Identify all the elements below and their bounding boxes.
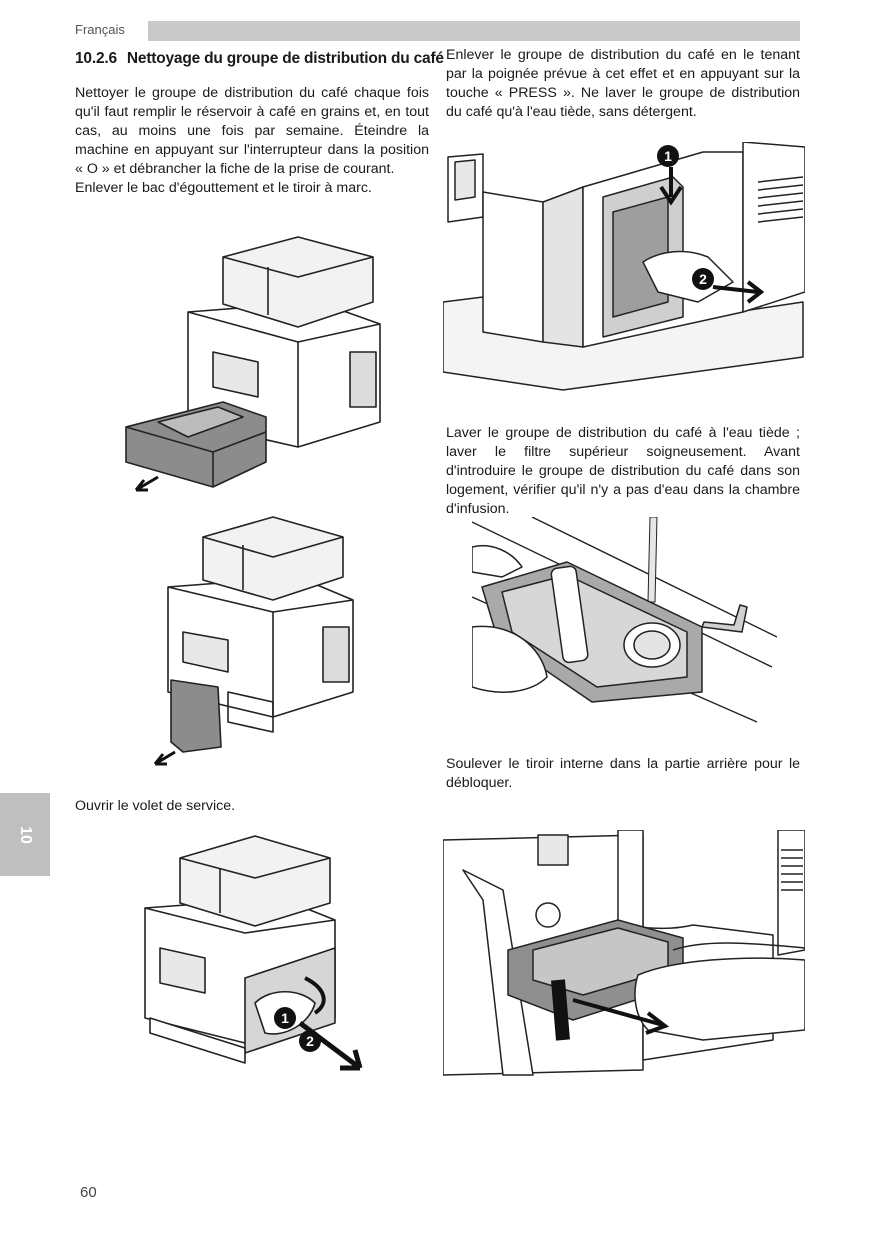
language-label: Français: [75, 22, 125, 37]
step-badge: [274, 1007, 296, 1029]
figure-brewing-group-removal: 1 2: [443, 142, 805, 392]
figure-brewing-group-washing: [472, 517, 777, 727]
intro-paragraph: Nettoyer le groupe de distribution du ca…: [75, 85, 429, 177]
step-badge: [657, 145, 679, 167]
step-number: 2: [306, 1033, 314, 1049]
page-number: 60: [80, 1184, 97, 1201]
section-number: 10.2.6: [75, 50, 117, 67]
lift-drawer-paragraph: Soulever le tiroir interne dans la parti…: [446, 756, 800, 791]
step-badge: [299, 1030, 321, 1052]
chapter-tab: 10: [0, 793, 50, 876]
step-number: 1: [664, 148, 672, 164]
chapter-tab-label: 10: [17, 825, 34, 844]
remove-tray-paragraph: Enlever le bac d'égouttement et le tiroi…: [75, 180, 372, 196]
figure-drip-tray-removal: [118, 232, 388, 502]
header-bar: [148, 21, 800, 41]
arrow-icon: [153, 750, 176, 766]
figure-service-door: 1 2: [135, 828, 370, 1083]
open-door-paragraph: Ouvrir le volet de service.: [75, 798, 236, 814]
figure-grounds-drawer-removal: [143, 512, 358, 772]
step-number: 1: [281, 1010, 289, 1026]
figure-internal-drawer: [443, 830, 805, 1080]
remove-group-paragraph: Enlever le groupe de distribution du caf…: [446, 47, 800, 120]
section-heading: 10.2.6 Nettoyage du groupe de distributio…: [75, 50, 444, 68]
step-badge: [692, 268, 714, 290]
wash-group-paragraph: Laver le groupe de distribution du café …: [446, 425, 800, 517]
step-number: 2: [699, 271, 707, 287]
section-title: Nettoyage du groupe de distribution du c…: [126, 50, 444, 67]
arrow-icon: [134, 475, 159, 492]
